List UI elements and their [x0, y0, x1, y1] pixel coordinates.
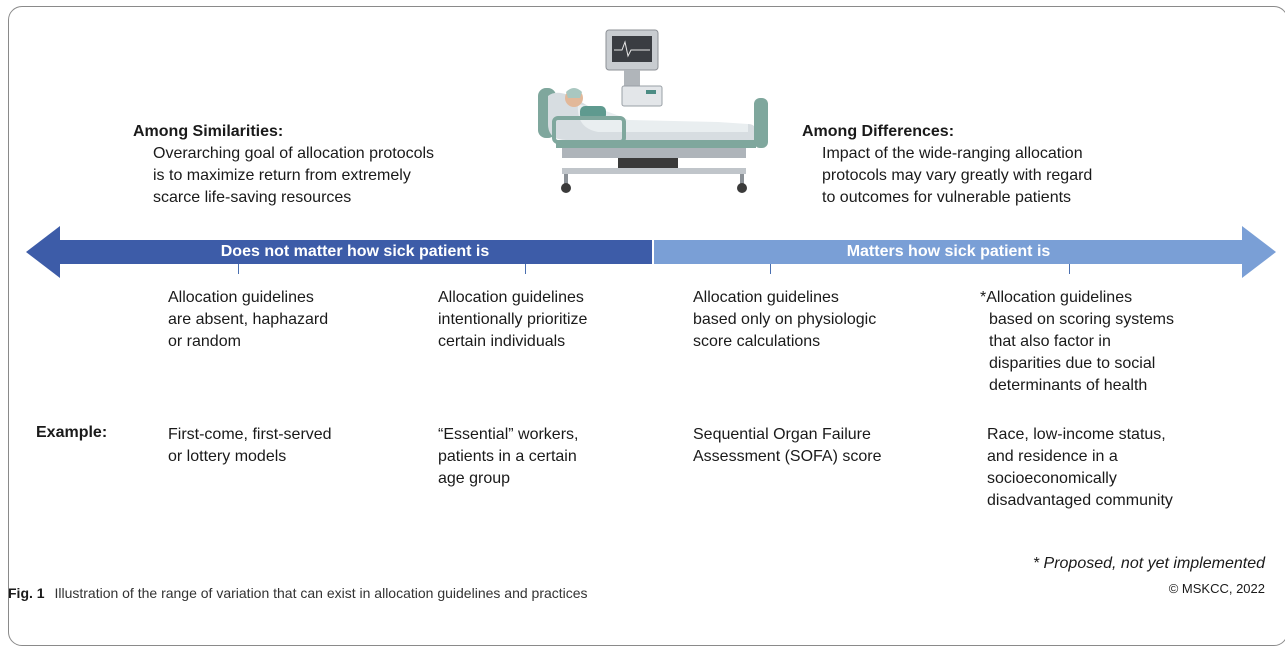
- example-column-4: Race, low-income status, and residence i…: [987, 424, 1227, 512]
- differences-heading: Among Differences:: [802, 123, 955, 140]
- example-line: or lottery models: [168, 448, 287, 465]
- caption-text: Illustration of the range of variation t…: [54, 585, 588, 601]
- guideline-line: Allocation guidelines: [693, 289, 839, 306]
- similarities-line: scarce life-saving resources: [153, 189, 352, 206]
- example-line: disadvantaged community: [987, 492, 1173, 509]
- example-label: Example:: [36, 424, 108, 441]
- guideline-line: disparities due to social: [989, 355, 1156, 372]
- left-arrowhead: [26, 226, 60, 278]
- differences-line: to outcomes for vulnerable patients: [822, 189, 1072, 206]
- right-arrow-label: Matters how sick patient is: [846, 243, 1051, 260]
- example-line: Race, low-income status,: [987, 426, 1166, 443]
- example-line: First-come, first-served: [168, 426, 332, 443]
- right-arrow-segment: [654, 240, 1244, 264]
- guideline-line: or random: [168, 333, 241, 350]
- guideline-line: determinants of health: [989, 377, 1148, 394]
- caption-label: Fig. 1: [8, 585, 45, 601]
- footnote: * Proposed, not yet implemented: [1032, 555, 1265, 572]
- guideline-line: Allocation guidelines: [168, 289, 314, 306]
- example-line: patients in a certain: [438, 448, 577, 465]
- similarities-heading: Among Similarities:: [133, 123, 284, 140]
- column-tick: [770, 264, 771, 274]
- example-line: “Essential” workers,: [438, 426, 579, 443]
- copyright: © MSKCC, 2022: [1168, 581, 1265, 596]
- differences-line: protocols may vary greatly with regard: [822, 167, 1093, 184]
- example-column-1: First-come, first-served or lottery mode…: [168, 424, 408, 468]
- similarities-line: Overarching goal of allocation protocols: [153, 145, 435, 162]
- guideline-line: that also factor in: [989, 333, 1111, 350]
- guideline-column-2: Allocation guidelines intentionally prio…: [438, 287, 678, 353]
- severity-arrow: [26, 226, 1276, 278]
- guideline-line: Allocation guidelines: [438, 289, 584, 306]
- guideline-column-4: *Allocation guidelines based on scoring …: [980, 287, 1220, 397]
- example-line: Sequential Organ Failure: [693, 426, 871, 443]
- hospital-bed-illustration: [538, 29, 768, 193]
- column-tick: [238, 264, 239, 274]
- guideline-column-1: Allocation guidelines are absent, haphaz…: [168, 287, 408, 353]
- right-arrowhead: [1242, 226, 1276, 278]
- column-tick: [525, 264, 526, 274]
- guideline-line: are absent, haphazard: [168, 311, 329, 328]
- example-line: and residence in a: [987, 448, 1118, 465]
- column-tick: [1069, 264, 1070, 274]
- differences-line: Impact of the wide-ranging allocation: [822, 145, 1083, 162]
- example-column-2: “Essential” workers, patients in a certa…: [438, 424, 678, 490]
- example-line: socioeconomically: [987, 470, 1117, 487]
- left-arrow-segment: [58, 240, 652, 264]
- example-column-3: Sequential Organ Failure Assessment (SOF…: [693, 424, 933, 468]
- similarities-line: is to maximize return from extremely: [153, 167, 411, 184]
- figure-caption: Fig. 1 Illustration of the range of vari…: [8, 585, 588, 601]
- guideline-column-3: Allocation guidelines based only on phys…: [693, 287, 933, 353]
- guideline-line: score calculations: [693, 333, 821, 350]
- left-arrow-label: Does not matter how sick patient is: [220, 243, 490, 260]
- guideline-line: intentionally prioritize: [438, 311, 588, 328]
- guideline-line: based only on physiologic: [693, 311, 877, 328]
- guideline-line: based on scoring systems: [989, 311, 1174, 328]
- example-line: Assessment (SOFA) score: [693, 448, 882, 465]
- guideline-line: *Allocation guidelines: [980, 289, 1133, 306]
- guideline-line: certain individuals: [438, 333, 566, 350]
- example-line: age group: [438, 470, 511, 487]
